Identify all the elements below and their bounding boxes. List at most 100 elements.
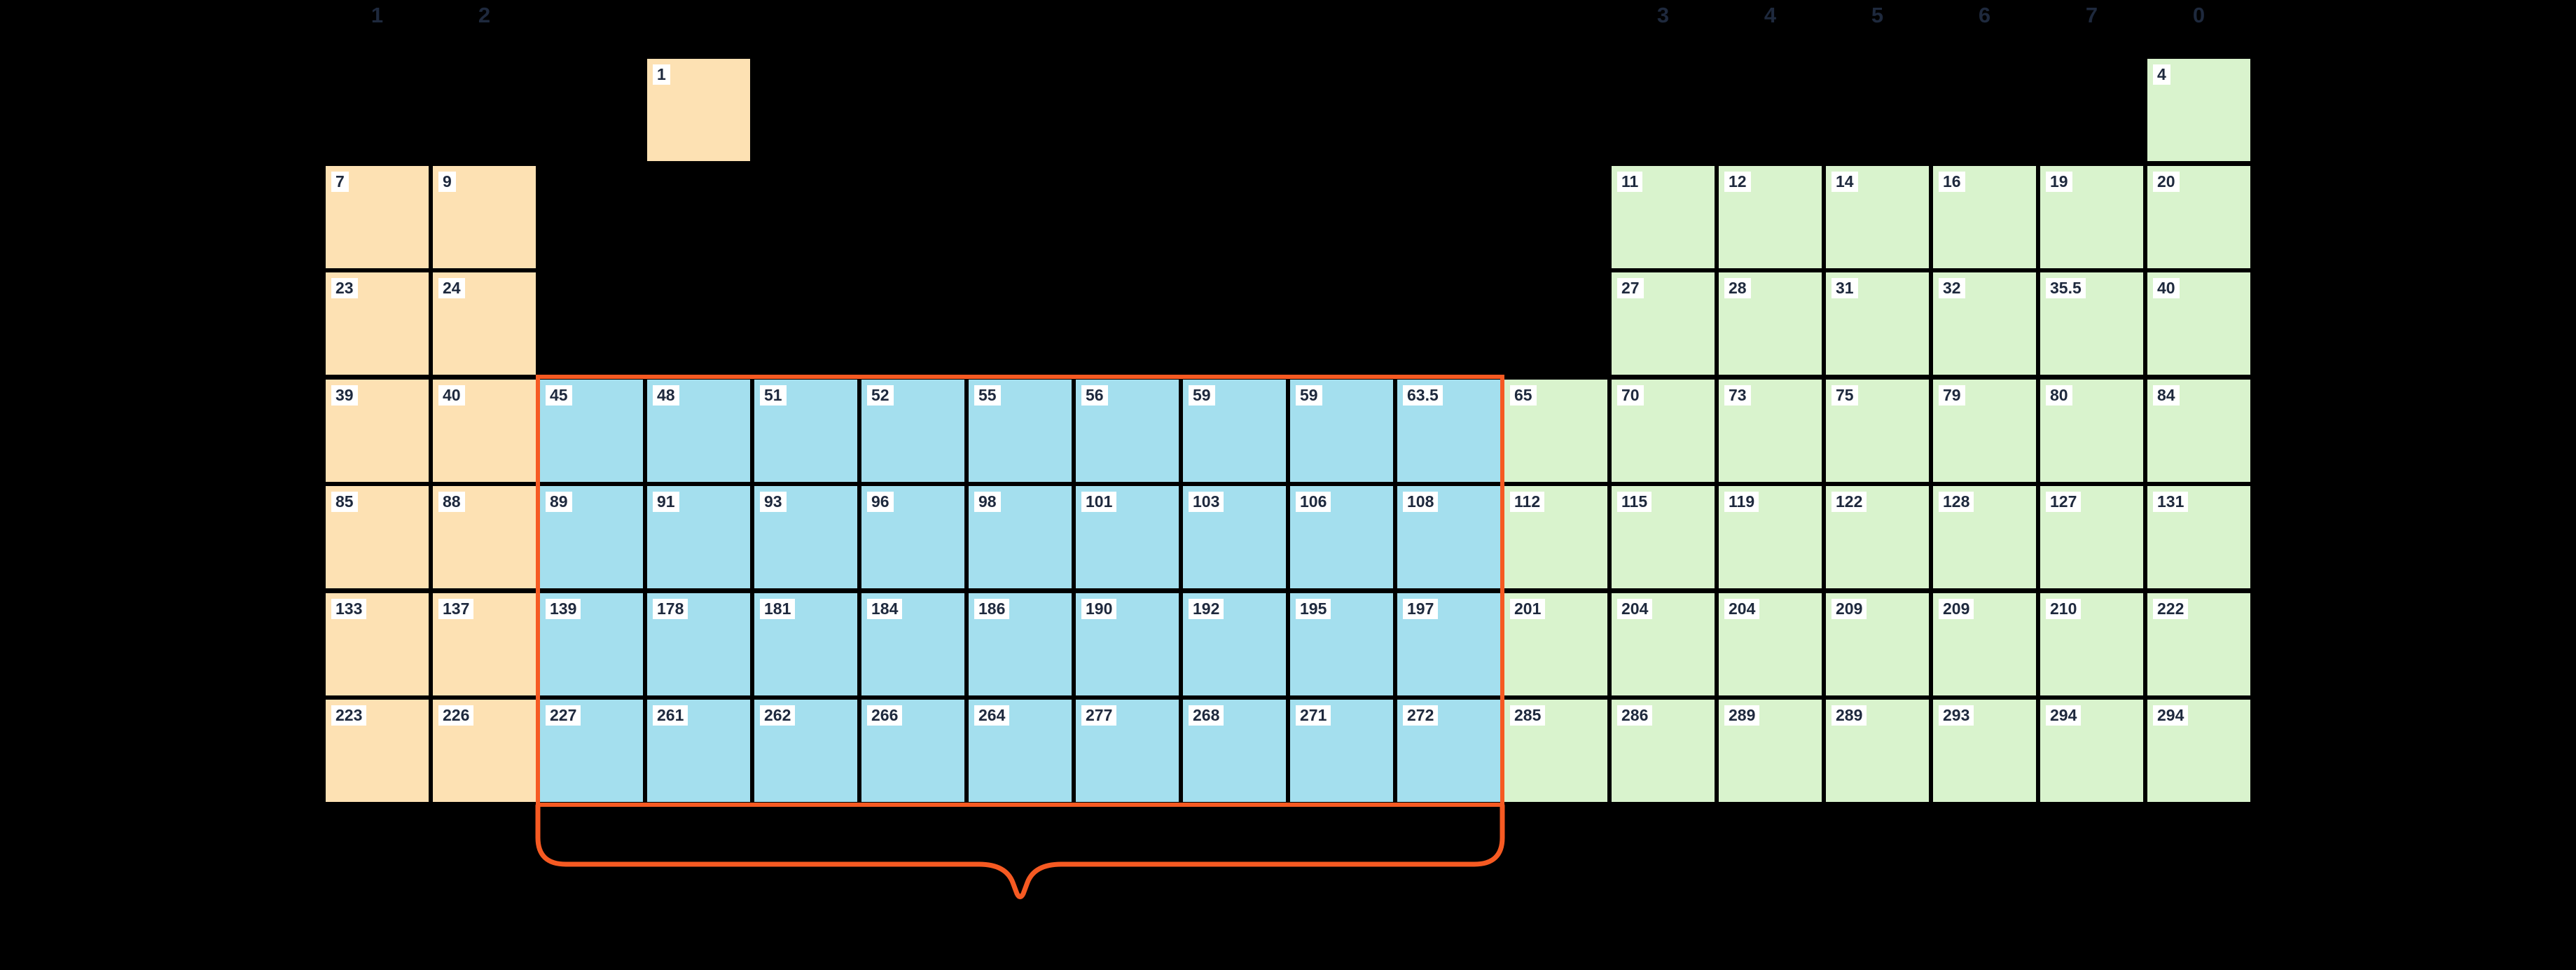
element-cell-row2-col14: 12: [1719, 166, 1822, 268]
group-header-6: 6: [1978, 3, 1991, 27]
element-cell-row5-col18: 131: [2147, 486, 2250, 588]
atomic-mass-label: 19: [2046, 172, 2072, 192]
atomic-mass-label: 79: [1939, 385, 1965, 406]
element-cell-row7-col11: 272: [1397, 700, 1500, 802]
atomic-mass-label: 197: [1403, 599, 1439, 619]
element-cell-row4-col9: 59: [1183, 380, 1286, 482]
element-cell-row6-col18: 222: [2147, 593, 2250, 695]
element-cell-row4-col3: 45: [540, 380, 643, 482]
element-cell-row5-col16: 128: [1933, 486, 2036, 588]
atomic-mass-label: 85: [331, 492, 358, 512]
element-cell-row7-col15: 289: [1826, 700, 1929, 802]
element-cell-row2-col2: 9: [433, 166, 536, 268]
element-cell-row6-col14: 204: [1719, 593, 1822, 695]
element-cell-row7-col18: 294: [2147, 700, 2250, 802]
element-cell-row7-col17: 294: [2040, 700, 2143, 802]
atomic-mass-label: 195: [1296, 599, 1331, 619]
element-cell-row5-col13: 115: [1612, 486, 1715, 588]
element-cell-row2-col17: 19: [2040, 166, 2143, 268]
element-cell-row6-col2: 137: [433, 593, 536, 695]
atomic-mass-label: 190: [1081, 599, 1117, 619]
atomic-mass-label: 289: [1831, 705, 1867, 726]
atomic-mass-label: 261: [653, 705, 688, 726]
atomic-mass-label: 1: [653, 64, 670, 85]
atomic-mass-label: 70: [1617, 385, 1644, 406]
atomic-mass-label: 93: [760, 492, 787, 512]
element-cell-row6-col6: 184: [861, 593, 964, 695]
element-cell-row6-col7: 186: [969, 593, 1072, 695]
element-cell-row2-col16: 16: [1933, 166, 2036, 268]
atomic-mass-label: 48: [653, 385, 679, 406]
element-cell-row3-col1: 23: [326, 272, 429, 375]
atomic-mass-label: 227: [546, 705, 581, 726]
atomic-mass-label: 27: [1617, 278, 1644, 298]
atomic-mass-label: 98: [974, 492, 1001, 512]
atomic-mass-label: 31: [1831, 278, 1858, 298]
atomic-mass-label: 51: [760, 385, 787, 406]
element-cell-row4-col7: 55: [969, 380, 1072, 482]
element-cell-row5-col1: 85: [326, 486, 429, 588]
atomic-mass-label: 40: [438, 385, 465, 406]
group-header-3: 3: [1656, 3, 1670, 27]
atomic-mass-label: 181: [760, 599, 796, 619]
atomic-mass-label: 122: [1831, 492, 1867, 512]
element-cell-row5-col2: 88: [433, 486, 536, 588]
element-cell-row4-col11: 63.5: [1397, 380, 1500, 482]
atomic-mass-label: 115: [1617, 492, 1652, 512]
element-cell-row4-col2: 40: [433, 380, 536, 482]
atomic-mass-label: 9: [438, 172, 456, 192]
element-cell-row4-col12: 65: [1504, 380, 1607, 482]
atomic-mass-label: 271: [1296, 705, 1331, 726]
atomic-mass-label: 119: [1724, 492, 1759, 512]
element-cell-row5-col15: 122: [1826, 486, 1929, 588]
atomic-mass-label: 133: [331, 599, 367, 619]
atomic-mass-label: 222: [2153, 599, 2189, 619]
element-cell-row7-col8: 277: [1076, 700, 1179, 802]
element-cell-row3-col18: 40: [2147, 272, 2250, 375]
element-cell-row5-col4: 91: [647, 486, 750, 588]
atomic-mass-label: 293: [1939, 705, 1974, 726]
element-cell-row2-col13: 11: [1612, 166, 1715, 268]
element-cell-row6-col17: 210: [2040, 593, 2143, 695]
element-cell-row7-col14: 289: [1719, 700, 1822, 802]
atomic-mass-label: 139: [546, 599, 581, 619]
atomic-mass-label: 209: [1939, 599, 1974, 619]
element-cell-row6-col10: 195: [1290, 593, 1393, 695]
element-cell-row6-col13: 204: [1612, 593, 1715, 695]
element-cell-row4-col8: 56: [1076, 380, 1179, 482]
atomic-mass-label: 128: [1939, 492, 1974, 512]
atomic-mass-label: 101: [1081, 492, 1117, 512]
atomic-mass-label: 23: [331, 278, 358, 298]
element-cell-row6-col11: 197: [1397, 593, 1500, 695]
atomic-mass-label: 223: [331, 705, 367, 726]
element-cell-row4-col14: 73: [1719, 380, 1822, 482]
atomic-mass-label: 32: [1939, 278, 1965, 298]
element-cell-row7-col16: 293: [1933, 700, 2036, 802]
element-cell-row7-col6: 266: [861, 700, 964, 802]
element-cell-row4-col15: 75: [1826, 380, 1929, 482]
atomic-mass-label: 201: [1510, 599, 1546, 619]
atomic-mass-label: 184: [867, 599, 903, 619]
element-cell-row7-col4: 261: [647, 700, 750, 802]
atomic-mass-label: 268: [1189, 705, 1224, 726]
atomic-mass-label: 209: [1831, 599, 1867, 619]
element-cell-row3-col14: 28: [1719, 272, 1822, 375]
atomic-mass-label: 137: [438, 599, 474, 619]
element-cell-row2-col15: 14: [1826, 166, 1929, 268]
element-cell-row3-col16: 32: [1933, 272, 2036, 375]
element-cell-row6-col9: 192: [1183, 593, 1286, 695]
atomic-mass-label: 63.5: [1403, 385, 1443, 406]
atomic-mass-label: 24: [438, 278, 465, 298]
atomic-mass-label: 286: [1617, 705, 1653, 726]
element-cell-row6-col1: 133: [326, 593, 429, 695]
atomic-mass-label: 40: [2153, 278, 2180, 298]
atomic-mass-label: 12: [1724, 172, 1751, 192]
atomic-mass-label: 186: [974, 599, 1010, 619]
atomic-mass-label: 106: [1296, 492, 1331, 512]
atomic-mass-label: 52: [867, 385, 894, 406]
atomic-mass-label: 84: [2153, 385, 2180, 406]
atomic-mass-label: 4: [2153, 64, 2170, 85]
element-cell-row7-col12: 285: [1504, 700, 1607, 802]
group-header-2: 2: [478, 3, 491, 27]
atomic-mass-label: 289: [1724, 705, 1760, 726]
